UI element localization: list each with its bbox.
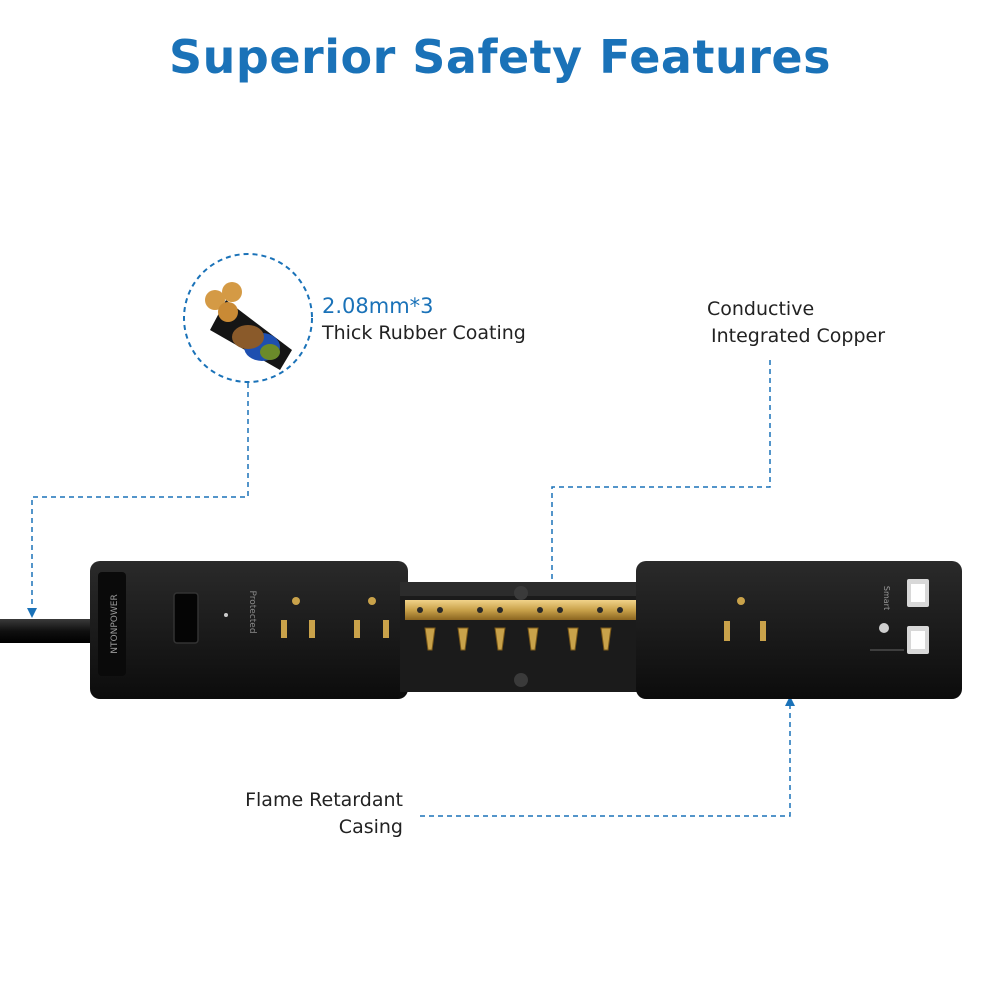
casing-arrow-icon — [785, 696, 795, 706]
copper-busbar — [405, 600, 643, 620]
casing-line-1: Flame Retardant — [245, 789, 403, 811]
power-strip: NTONPOWER Protected Smart — [90, 561, 962, 699]
cable-cross-section-icon — [205, 282, 292, 370]
copper-line-2: Integrated Copper — [711, 325, 886, 347]
cable-spec: 2.08mm*3 — [322, 294, 434, 318]
usb-label: Smart — [882, 586, 891, 610]
usb-port-1[interactable] — [907, 579, 929, 607]
cable-callout: 2.08mm*3 Thick Rubber Coating — [322, 293, 526, 347]
casing-line-2: Casing — [338, 816, 403, 838]
leader-lines — [31, 360, 791, 817]
copper-line-1: Conductive — [707, 298, 815, 320]
casing-callout: Flame Retardant Casing — [200, 787, 403, 841]
cable-arrow-icon — [27, 608, 37, 618]
protected-led — [224, 613, 228, 617]
outlet-2[interactable] — [354, 597, 389, 638]
page-title: Superior Safety Features — [169, 30, 831, 84]
outlet-1[interactable] — [281, 597, 315, 638]
smart-logo-icon — [879, 623, 889, 633]
copper-contacts — [424, 627, 612, 651]
usb-port-2[interactable] — [907, 626, 929, 654]
cable-description: Thick Rubber Coating — [322, 322, 526, 344]
power-switch[interactable] — [173, 592, 199, 644]
copper-callout: Conductive Integrated Copper — [707, 296, 885, 350]
protected-label: Protected — [247, 590, 257, 633]
brand-label: NTONPOWER — [110, 594, 120, 653]
outlet-3[interactable] — [724, 597, 766, 641]
cable-zoom-circle — [183, 253, 313, 383]
